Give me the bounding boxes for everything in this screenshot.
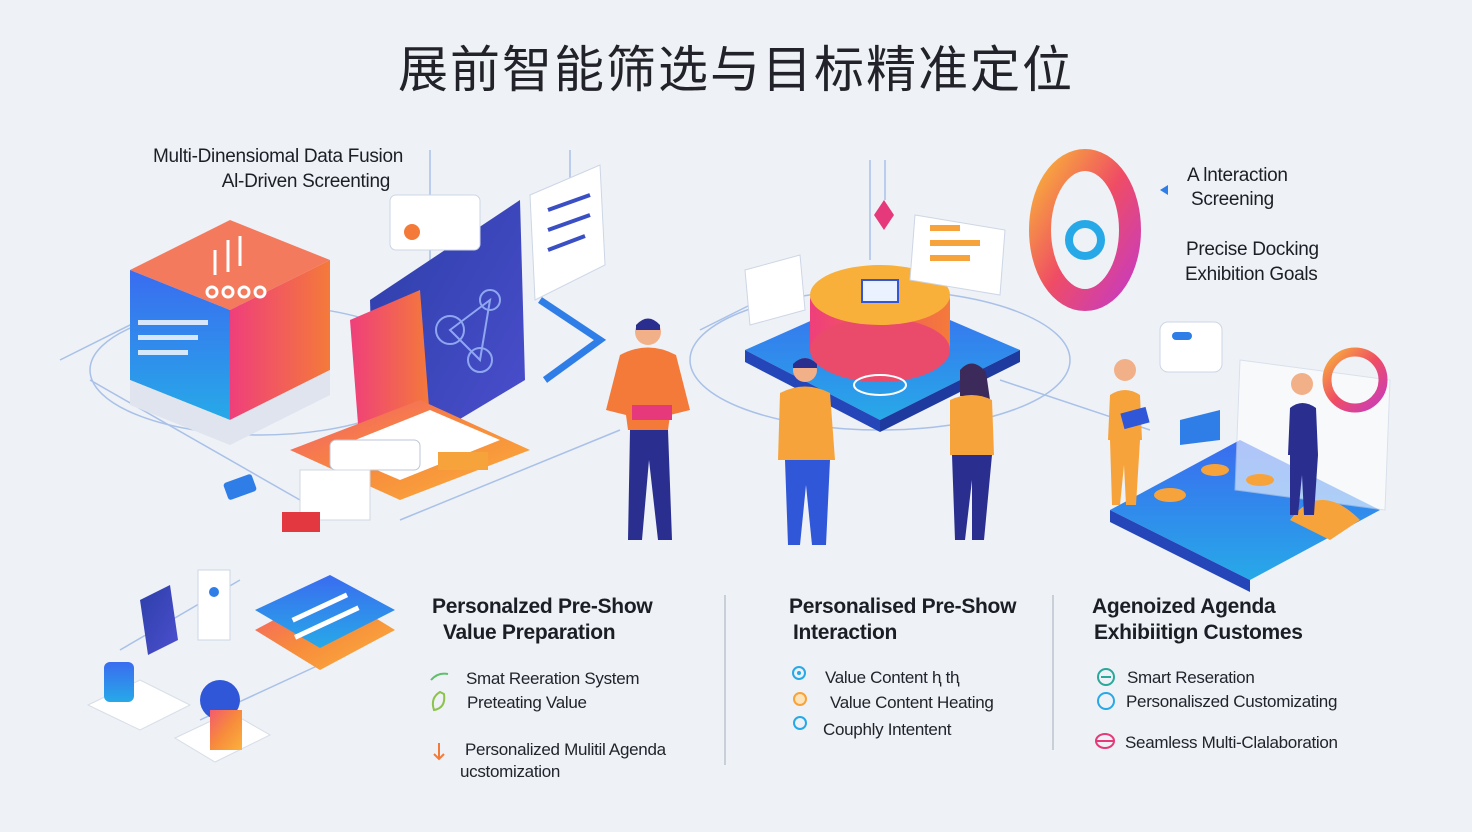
reservation-icon <box>1097 668 1115 686</box>
person-viewer-2 <box>950 363 994 540</box>
col3-item-2: Personaliszed Customizating <box>1126 692 1338 711</box>
center-platform <box>744 200 1020 432</box>
arrow-down-icon <box>433 743 445 761</box>
person-presenter <box>606 318 690 540</box>
col2-item-2: Value Content Heating <box>830 693 994 712</box>
ring-logo <box>1029 149 1168 311</box>
col1-item-1: Smat Reeration System <box>466 669 640 688</box>
label-screening: Screening <box>1191 189 1274 210</box>
col1-item-4: ucstomization <box>460 762 561 781</box>
col1-heading-2: Value Preparation <box>443 621 616 644</box>
col3-heading-1: Agenoized Agenda <box>1092 595 1276 618</box>
card-platform <box>223 400 530 532</box>
col3-item-3: Seamless Multi-Clalaboration <box>1125 733 1338 752</box>
col2-heading-2: Interaction <box>793 621 898 644</box>
column-divider-2 <box>1052 595 1054 750</box>
label-data-fusion: Multi-Dinensiomal Data Fusion <box>152 146 403 167</box>
person-right-1 <box>1108 359 1150 505</box>
col2-item-3: Couphly Intentent <box>823 720 952 739</box>
customize-icon <box>1097 692 1115 710</box>
label-exhibition-goals: Exhibition Goals <box>1185 264 1318 285</box>
col1-heading-1: Personalzed Pre-Show <box>432 595 653 618</box>
bottom-left-cluster <box>86 569 395 763</box>
col2-heading-1: Personalised Pre-Show <box>789 595 1017 618</box>
target-icon <box>792 666 806 680</box>
leaf-icon <box>430 672 449 712</box>
collaboration-icon <box>1095 733 1115 749</box>
col3-item-1: Smart Reseration <box>1127 668 1255 687</box>
col1-item-2: Preteating Value <box>467 693 587 712</box>
label-interaction: A lnteraction <box>1187 165 1288 186</box>
label-ai-screening: Al-Driven Screenting <box>221 171 391 192</box>
label-precise-docking: Precise Docking <box>1186 239 1319 260</box>
screen-stack <box>350 164 607 470</box>
column-divider-1 <box>724 595 726 765</box>
person-right-2 <box>1288 373 1318 515</box>
col1-item-3: Personalized Mulitil Agenda <box>465 740 666 759</box>
coin-icon <box>793 692 807 706</box>
col3-heading-2: Exhibiitign Customes <box>1094 621 1303 644</box>
right-platform <box>1110 321 1391 592</box>
signal-icon <box>793 716 807 730</box>
col2-item-1: Value Content ⱨ tⱨ <box>825 668 960 687</box>
page-title: 展前智能筛选与目标精准定位 <box>398 41 1074 99</box>
person-viewer-1 <box>778 358 835 545</box>
data-cube <box>130 220 330 445</box>
